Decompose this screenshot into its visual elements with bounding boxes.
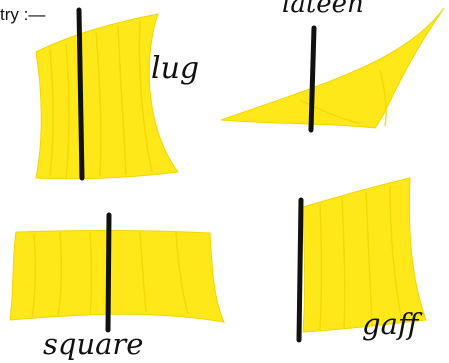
label-square: square [43,330,143,359]
square-sail [10,215,224,330]
label-gaff: gaff [362,310,418,339]
lug-mast [79,10,82,178]
lateen-mast [311,28,314,130]
lateen-sail-shape [221,8,444,128]
square-mast [108,215,109,330]
lug-sail [36,10,178,179]
label-lateen: lateen [282,0,364,17]
lateen-sail [221,8,444,130]
lug-sail-shape [36,14,178,179]
square-sail-shape [10,231,224,322]
label-lug: lug [151,54,199,84]
gaff-mast [299,200,301,340]
